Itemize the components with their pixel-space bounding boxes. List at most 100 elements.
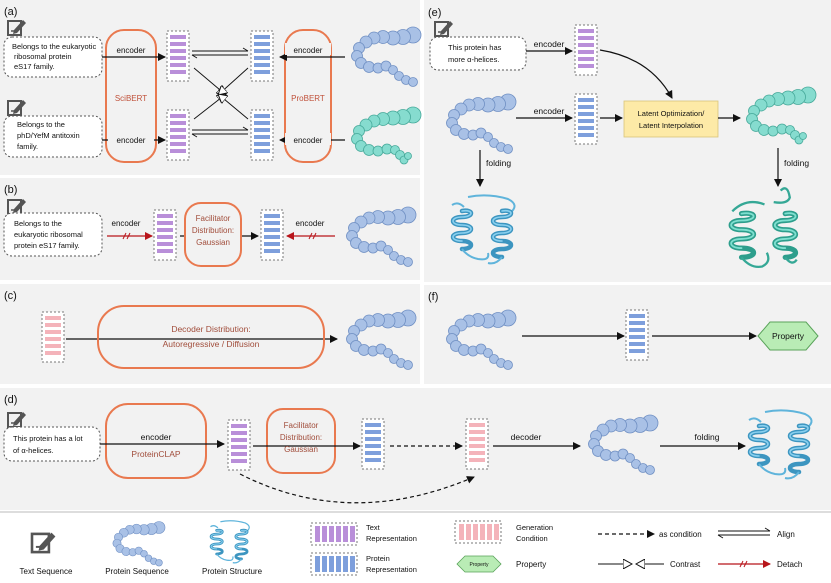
property-label: Property [772, 331, 805, 341]
panel-label-a: (a) [4, 6, 17, 18]
proteinclap-label: ProteinCLAP [131, 449, 180, 459]
scibert-label: SciBERT [115, 94, 147, 103]
generation-condition [465, 418, 489, 470]
panel-label-f: (f) [428, 291, 438, 303]
panel-d-bg [0, 388, 831, 510]
panel-f: Property [446, 309, 819, 370]
text-sequence-icon [30, 531, 57, 554]
align-legend-arrow [717, 527, 771, 539]
text-line: eukaryotic ribosomal [14, 230, 83, 239]
text-box [3, 212, 103, 257]
text-line: protein eS17 family. [14, 241, 80, 250]
encoder-label: encoder [112, 219, 141, 228]
detach-legend-mark [739, 560, 748, 568]
decoder-distribution-label: Autoregressive / Diffusion [163, 339, 260, 349]
text-line: more α-helices. [448, 55, 499, 64]
legend: Text Sequence Protein Sequence Protein S… [0, 511, 831, 576]
panel-label-b: (b) [4, 184, 17, 196]
probert-box [284, 29, 332, 163]
text-line: Belongs to the [17, 120, 65, 129]
decoder-label: decoder [511, 432, 542, 442]
text-box [429, 36, 527, 71]
legend-generation: Condition [516, 534, 548, 543]
panel-label-d: (d) [4, 394, 17, 406]
text-box [3, 426, 101, 462]
encoder-label-bg [285, 133, 331, 145]
legend-protein-sequence: Protein Sequence [105, 567, 169, 576]
condition-arrow [239, 473, 475, 504]
text-line: family. [17, 142, 38, 151]
legend-detach: Detach [777, 560, 802, 569]
protein-representation [260, 209, 284, 261]
text-representation [227, 419, 251, 471]
protein-representation [250, 30, 274, 82]
protein-representation [574, 93, 598, 145]
facilitator-label: Facilitator [284, 421, 319, 430]
encoder-label-bg [108, 43, 154, 55]
panel-label-e: (e) [428, 7, 441, 19]
panel-c: Decoder Distribution: Autoregressive / D… [41, 305, 417, 370]
text-box [3, 115, 103, 158]
protein-rep-legend-icon [310, 552, 358, 576]
text-line: of α-helices. [13, 446, 54, 455]
detach-mark [308, 232, 317, 240]
text-line: eS17 family. [14, 62, 55, 71]
facilitator-label: Gaussian [284, 445, 318, 454]
align-arrow [191, 47, 249, 138]
protein-structure-icon [209, 519, 251, 565]
text-rep-legend-icon [310, 522, 358, 546]
detach-mark [122, 232, 131, 240]
encoder-label: encoder [534, 39, 565, 49]
text-representation [574, 24, 598, 76]
text-representation [153, 209, 177, 261]
encoder-label: encoder [141, 432, 172, 442]
probert-label: ProBERT [291, 94, 325, 103]
legend-text-sequence: Text Sequence [20, 567, 73, 576]
encoder-label: encoder [294, 136, 323, 145]
encoder-label: encoder [117, 136, 146, 145]
encoder-label: encoder [117, 46, 146, 55]
text-representation [166, 109, 190, 161]
scibert-box [105, 29, 157, 163]
decoder-distribution-label: Decoder Distribution: [171, 324, 250, 334]
legend-protein-structure: Protein Structure [202, 567, 263, 576]
facilitator-box [184, 202, 242, 267]
latent-label: Latent Interpolation [639, 121, 703, 130]
panel-a: Belongs to the eukaryotic ribosomal prot… [3, 19, 422, 165]
property-diamond [757, 321, 819, 351]
encoder-label-bg [108, 133, 154, 145]
latent-label: Latent Optimization/ [638, 109, 706, 118]
legend-generation: Generation [516, 523, 553, 532]
panel-label-c: (c) [4, 290, 17, 302]
facilitator-box [266, 408, 336, 474]
text-line: ribosomal protein [14, 52, 72, 61]
arrow [599, 49, 673, 99]
legend-protein-rep: Representation [366, 565, 417, 574]
facilitator-label: Distribution: [192, 226, 234, 235]
legend-contrast: Contrast [670, 560, 701, 569]
facilitator-label: Distribution: [280, 433, 322, 442]
protein-representation [361, 418, 385, 470]
legend-as-condition: as condition [659, 530, 702, 539]
encoder-label: encoder [296, 219, 325, 228]
decoder-distribution-box [97, 305, 325, 369]
generation-legend-icon [454, 520, 502, 544]
text-line: phD/YefM antitoxin [17, 131, 80, 140]
panel-e: This protein has more α-helices. encoder… [429, 20, 817, 267]
panel-d: This protein has a lot of α-helices. enc… [3, 403, 812, 504]
text-line: This protein has a lot [13, 434, 84, 443]
text-representation [166, 30, 190, 82]
encoder-label-bg [285, 43, 331, 55]
protein-sequence-icon [112, 521, 166, 567]
legend-property: Property [516, 560, 546, 569]
encoder-label: encoder [534, 106, 565, 116]
panel-b: Belongs to the eukaryotic ribosomal prot… [3, 198, 417, 267]
legend-protein-rep: Protein [366, 554, 390, 563]
generation-condition [41, 311, 65, 363]
protein-representation [250, 109, 274, 161]
protein-representation [625, 309, 649, 361]
contrast-arrow [193, 67, 249, 120]
encoder-label: encoder [294, 46, 323, 55]
text-line: Belongs to the [14, 219, 62, 228]
text-line: This protein has [448, 43, 502, 52]
